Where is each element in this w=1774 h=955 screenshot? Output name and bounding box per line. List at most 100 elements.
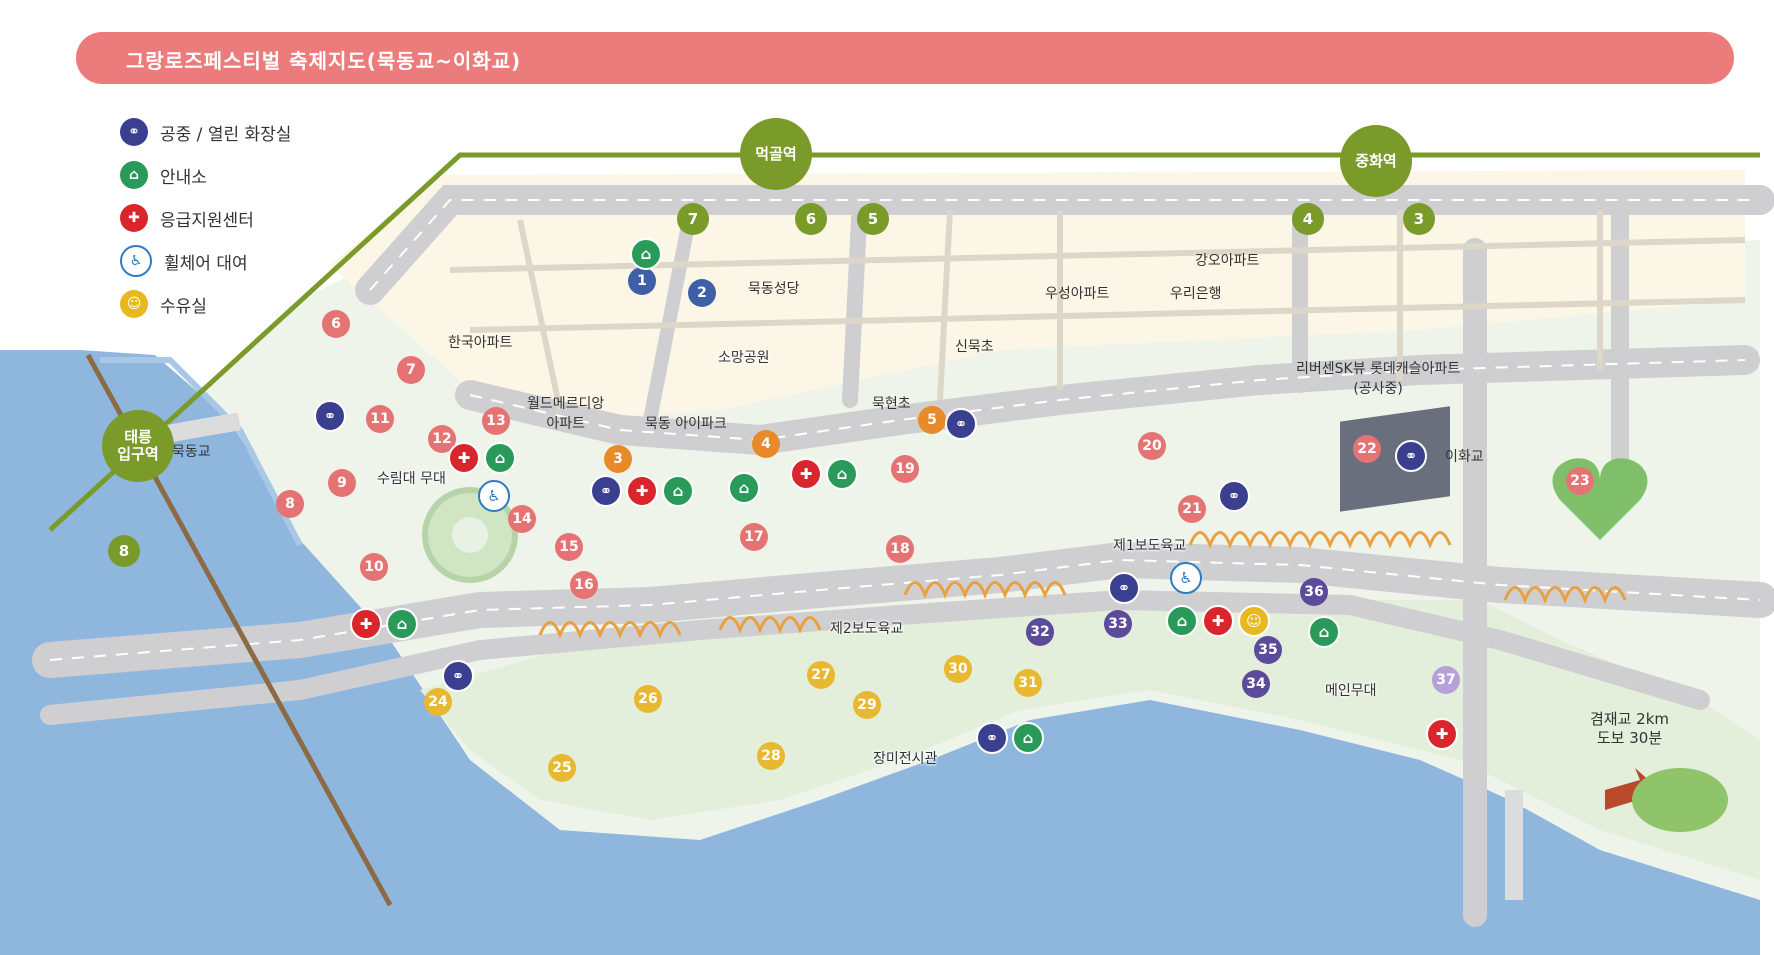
spot-24[interactable]: 24	[424, 688, 452, 716]
legend-first-aid: ✚ 응급지원센터	[120, 201, 254, 235]
label-ihwa-bridge: 이화교	[1445, 449, 1484, 465]
metro-line	[48, 152, 1760, 532]
label-woori-bank: 우리은행	[1170, 286, 1222, 302]
spot-3[interactable]: 3	[604, 445, 632, 473]
toilet-icon[interactable]: ⚭	[590, 475, 622, 507]
first-aid-icon[interactable]: ✚	[790, 458, 822, 490]
spot-6[interactable]: 6	[322, 310, 350, 338]
spot-4[interactable]: 4	[752, 430, 780, 458]
info-icon[interactable]: ⌂	[1012, 722, 1044, 754]
spot-29[interactable]: 29	[853, 691, 881, 719]
label-somang-park: 소망공원	[718, 350, 770, 366]
spot-37[interactable]: 37	[1432, 666, 1460, 694]
spot-28[interactable]: 28	[757, 742, 785, 770]
spot-18[interactable]: 18	[886, 535, 914, 563]
info-icon[interactable]: ⌂	[728, 472, 760, 504]
toilet-icon[interactable]: ⚭	[442, 660, 474, 692]
spot-25[interactable]: 25	[548, 754, 576, 782]
info-icon[interactable]: ⌂	[1308, 616, 1340, 648]
toilet-icon[interactable]: ⚭	[1108, 572, 1140, 604]
spot-1[interactable]: 1	[628, 267, 656, 295]
label-footbridge-1: 제1보도육교	[1113, 538, 1187, 554]
first-aid-icon[interactable]: ✚	[1426, 718, 1458, 750]
spot-23[interactable]: 23	[1566, 467, 1594, 495]
spot-7[interactable]: 7	[397, 356, 425, 384]
label-hanguk-apt: 한국아파트	[448, 335, 513, 351]
legend-nursing: ☺ 수유실	[120, 287, 207, 321]
distance-note: 겸재교 2km 도보 30분	[1590, 710, 1670, 747]
spot-5[interactable]: 5	[918, 406, 946, 434]
spot-33[interactable]: 33	[1104, 610, 1132, 638]
station-taereung[interactable]: 태릉 입구역	[102, 410, 174, 482]
info-icon: ⌂	[120, 161, 148, 189]
legend-label: 휠체어 대여	[164, 253, 248, 274]
exit-7: 7	[677, 203, 709, 235]
exit-4: 4	[1292, 203, 1324, 235]
river	[0, 350, 1760, 955]
spot-32[interactable]: 32	[1026, 618, 1054, 646]
wheelchair-icon[interactable]: ♿	[1170, 562, 1202, 594]
label-mukhyeon-school: 묵현초	[872, 396, 911, 412]
toilet-icon[interactable]: ⚭	[976, 722, 1008, 754]
spot-30[interactable]: 30	[944, 655, 972, 683]
spot-13[interactable]: 13	[482, 407, 510, 435]
spot-34[interactable]: 34	[1242, 670, 1270, 698]
spot-14[interactable]: 14	[508, 505, 536, 533]
title-bar: 그랑로즈페스티벌 축제지도(묵동교~이화교)	[76, 32, 1734, 84]
spot-11[interactable]: 11	[366, 405, 394, 433]
spot-2[interactable]: 2	[688, 279, 716, 307]
toilet-icon: ⚭	[120, 118, 148, 146]
label-footbridge-2: 제2보도육교	[830, 621, 904, 637]
spot-35[interactable]: 35	[1254, 636, 1282, 664]
nursing-room-icon[interactable]: ☺	[1238, 605, 1270, 637]
info-icon[interactable]: ⌂	[630, 238, 662, 270]
first-aid-icon[interactable]: ✚	[350, 608, 382, 640]
spot-22[interactable]: 22	[1353, 435, 1381, 463]
exit-3: 3	[1403, 203, 1435, 235]
spot-15[interactable]: 15	[555, 533, 583, 561]
station-junghwa[interactable]: 중화역	[1340, 125, 1412, 197]
exit-5: 5	[857, 203, 889, 235]
label-surimdae-stage: 수림대 무대	[377, 471, 446, 487]
toilet-icon[interactable]: ⚭	[314, 400, 346, 432]
label-gangoh-apt: 강오아파트	[1195, 253, 1260, 269]
label-main-stage: 메인무대	[1325, 683, 1377, 699]
first-aid-icon[interactable]: ✚	[1202, 605, 1234, 637]
label-worldmeridian-apt: 월드메르디앙 아파트	[527, 396, 605, 432]
legend-label: 응급지원센터	[160, 210, 254, 231]
legend-label: 수유실	[160, 296, 207, 317]
label-riversen-apt: 리버센SK뷰 롯데캐슬아파트 (공사중)	[1296, 361, 1461, 397]
first-aid-icon: ✚	[120, 204, 148, 232]
legend-label: 안내소	[160, 167, 207, 188]
spot-9[interactable]: 9	[328, 469, 356, 497]
spot-19[interactable]: 19	[891, 455, 919, 483]
spot-10[interactable]: 10	[360, 553, 388, 581]
spot-27[interactable]: 27	[807, 661, 835, 689]
spot-8[interactable]: 8	[276, 490, 304, 518]
riverside-park	[420, 600, 1760, 880]
info-icon[interactable]: ⌂	[386, 608, 418, 640]
wheelchair-icon[interactable]: ♿	[478, 480, 510, 512]
spot-17[interactable]: 17	[740, 523, 768, 551]
info-icon[interactable]: ⌂	[484, 442, 516, 474]
toilet-icon[interactable]: ⚭	[1218, 480, 1250, 512]
first-aid-icon[interactable]: ✚	[626, 475, 658, 507]
exit-8: 8	[108, 535, 140, 567]
spot-12[interactable]: 12	[428, 425, 456, 453]
spot-21[interactable]: 21	[1178, 495, 1206, 523]
spot-20[interactable]: 20	[1138, 432, 1166, 460]
toilet-icon[interactable]: ⚭	[1395, 440, 1427, 472]
station-meokgol[interactable]: 먹골역	[740, 118, 812, 190]
spot-31[interactable]: 31	[1014, 669, 1042, 697]
info-icon[interactable]: ⌂	[662, 475, 694, 507]
first-aid-icon[interactable]: ✚	[448, 442, 480, 474]
label-mukdong-bridge: 묵동교	[172, 444, 211, 460]
toilet-icon[interactable]: ⚭	[945, 408, 977, 440]
label-rose-exhibition-hall: 장미전시관	[873, 751, 938, 767]
info-icon[interactable]: ⌂	[1166, 605, 1198, 637]
spot-26[interactable]: 26	[634, 685, 662, 713]
spot-36[interactable]: 36	[1300, 578, 1328, 606]
spot-16[interactable]: 16	[570, 571, 598, 599]
info-icon[interactable]: ⌂	[826, 458, 858, 490]
legend-info: ⌂ 안내소	[120, 158, 207, 192]
